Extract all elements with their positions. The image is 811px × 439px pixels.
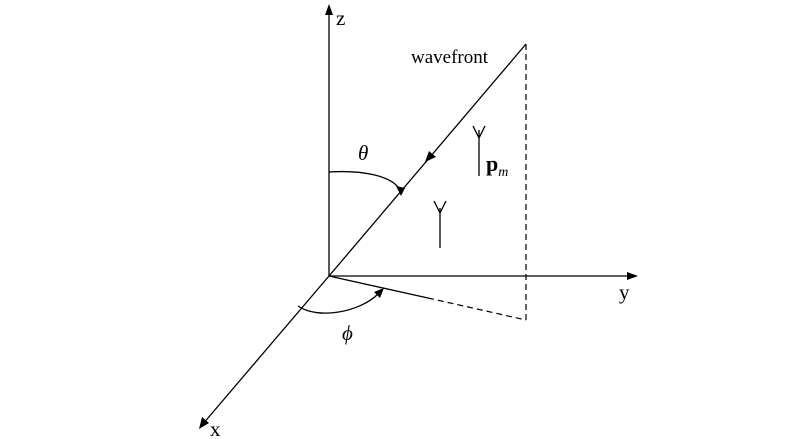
wavefront-direction-arrowhead	[425, 151, 436, 162]
theta-label: θ	[358, 141, 368, 165]
phi-arc	[297, 293, 379, 314]
y-axis-label: y	[619, 280, 630, 304]
xy-projection-dashed	[427, 297, 527, 321]
phi-label: ϕ	[342, 321, 353, 345]
xy-projection-line	[328, 275, 429, 299]
wavefront-label: wavefront	[411, 47, 489, 68]
phi-arc-arrowhead	[374, 288, 384, 298]
element-label-main: p	[486, 151, 498, 176]
z-axis-label: z	[336, 6, 345, 30]
theta-arc-arrowhead	[396, 186, 405, 196]
antenna-icon	[433, 200, 447, 248]
z-axis-arrowhead	[325, 4, 333, 15]
x-axis	[201, 275, 330, 426]
y-axis-arrowhead	[627, 272, 638, 280]
x-axis-arrowhead	[199, 417, 209, 429]
antenna-icon	[472, 125, 486, 176]
x-axis-label: x	[210, 417, 221, 439]
element-label: pm	[486, 151, 508, 180]
theta-arc	[328, 170, 401, 191]
element-label-sub: m	[498, 165, 508, 180]
